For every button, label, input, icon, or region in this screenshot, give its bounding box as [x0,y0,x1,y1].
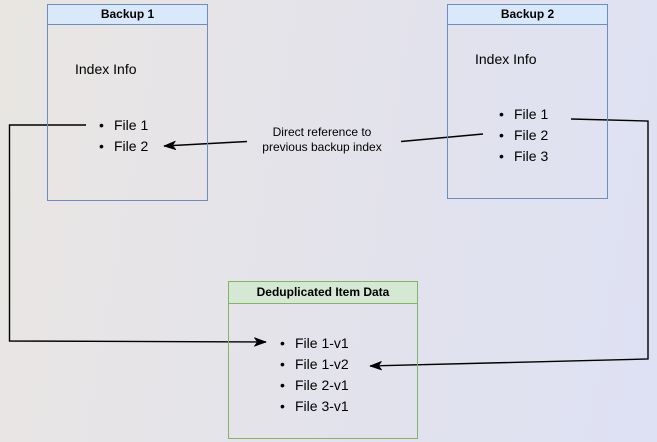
bullet-icon: • [99,138,104,154]
list-item: • File 1-v1 [275,333,349,354]
backup2-file-list: • File 1 • File 2 • File 3 [494,104,548,167]
bullet-icon: • [280,335,285,351]
list-item: • File 1 [494,104,548,125]
bullet-icon: • [499,127,504,143]
backup2-index-info-label: Index Info [475,51,537,67]
dedup-item-2: File 1-v2 [295,356,349,372]
list-item: • File 3-v1 [275,396,349,417]
backup2-file-2: File 2 [514,127,549,143]
backup1-file-2: File 2 [114,138,149,154]
dedup-item-list: • File 1-v1 • File 1-v2 • File 2-v1 • Fi… [275,333,349,417]
list-item: • File 2 [94,136,148,157]
edge-label-line2: previous backup index [262,140,382,154]
backup2-file-1: File 1 [514,106,549,122]
backup2-file-3: File 3 [514,148,549,164]
list-item: • File 1 [94,115,148,136]
bullet-icon: • [280,398,285,414]
bullet-icon: • [499,148,504,164]
edge-label-line1: Direct reference to [272,125,372,139]
backup1-index-info-label: Index Info [75,61,137,77]
list-item: • File 2 [494,125,548,146]
dedup-item-1: File 1-v1 [295,335,349,351]
list-item: • File 1-v2 [275,354,349,375]
bullet-icon: • [280,356,285,372]
bullet-icon: • [499,106,504,122]
bullet-icon: • [99,117,104,133]
dedup-item-3: File 2-v1 [295,377,349,393]
dedup-item-4: File 3-v1 [295,398,349,414]
list-item: • File 3 [494,146,548,167]
bullet-icon: • [280,377,285,393]
dedup-node: Deduplicated Item Data • File 1-v1 • Fil… [228,281,418,439]
backup1-node: Backup 1 Index Info • File 1 • File 2 [47,4,208,201]
edge-label: Direct reference to previous backup inde… [262,125,381,155]
backup1-title: Backup 1 [48,5,207,25]
dedup-title: Deduplicated Item Data [229,282,417,304]
backup1-file-1: File 1 [114,117,149,133]
list-item: • File 2-v1 [275,375,349,396]
backup2-title: Backup 2 [448,5,607,25]
backup2-node: Backup 2 Index Info • File 1 • File 2 • … [447,4,608,199]
backup1-file-list: • File 1 • File 2 [94,115,148,157]
